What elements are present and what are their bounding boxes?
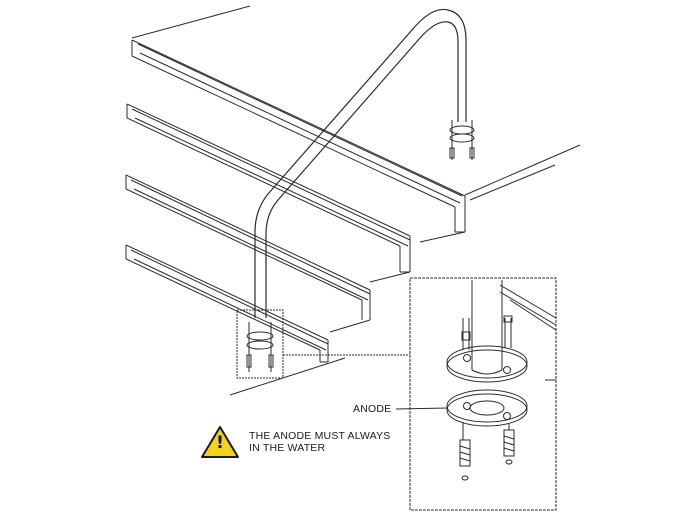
upper-anchor [449, 120, 475, 160]
warning-triangle-icon [201, 426, 239, 458]
stairs [125, 39, 466, 396]
lower-anchor [246, 322, 274, 372]
anode-label: ANODE [353, 403, 392, 415]
warning-exclamation: ! [216, 433, 224, 453]
deck-platform [131, 5, 581, 201]
detail-view [395, 277, 557, 511]
warning-text-line-2: IN THE WATER [249, 442, 326, 454]
detail-reference-box [236, 309, 410, 379]
warning-text: THE ANODE MUST ALWAYS IN THE WATER [249, 430, 391, 454]
warning-text-line-1: THE ANODE MUST ALWAYS [249, 430, 391, 442]
handrail [254, 8, 467, 318]
